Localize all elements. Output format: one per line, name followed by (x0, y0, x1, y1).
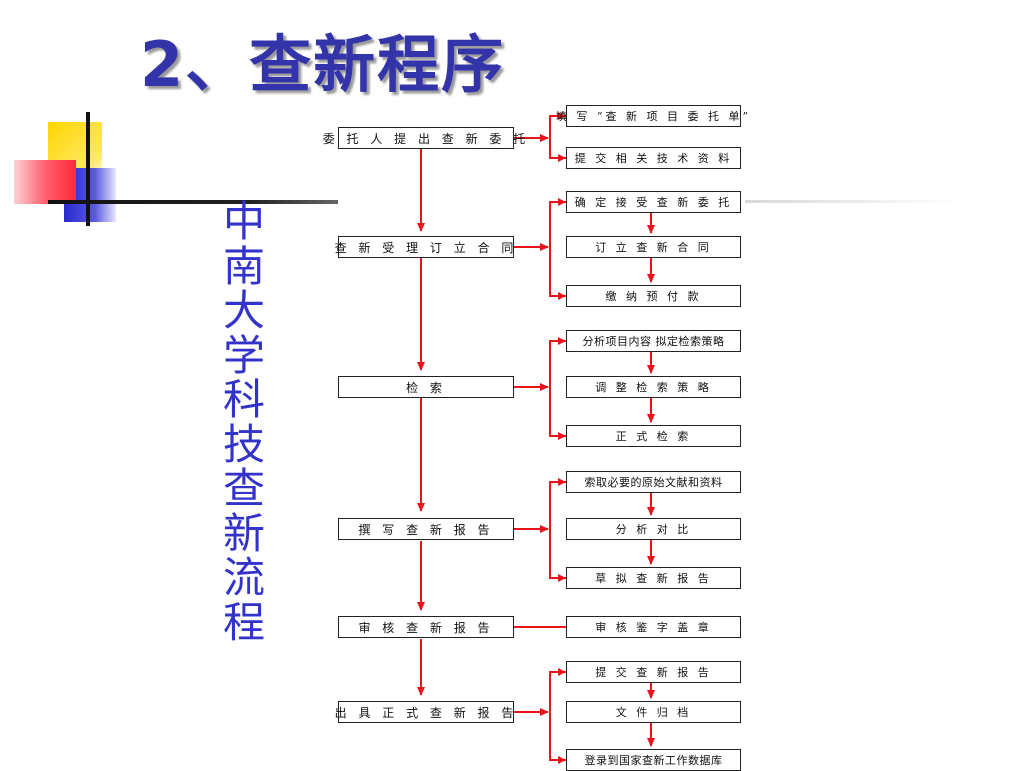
substep-archive: 文 件 归 档 (566, 701, 741, 723)
vertical-title: 中南大学科技查新流程 (222, 197, 265, 647)
substep-prepay: 缴 纳 预 付 款 (566, 285, 741, 307)
decor-red-square (14, 160, 76, 204)
decor-fade-line (745, 200, 960, 203)
branch-bracket (549, 481, 566, 579)
substep-register-database: 登录到国家查新工作数据库 (566, 749, 741, 771)
decor-horizontal-line (48, 200, 338, 204)
substep-compare: 分 析 对 比 (566, 518, 741, 540)
substep-analyze-plan: 分析项目内容 拟定检索策略 (566, 330, 741, 352)
step-search: 检 索 (338, 376, 514, 398)
substep-sign-contract: 订 立 查 新 合 同 (566, 236, 741, 258)
branch-bracket (549, 671, 566, 761)
step-review-report: 审 核 查 新 报 告 (338, 616, 514, 638)
substep-review-sign-seal: 审 核 鉴 字 盖 章 (566, 616, 741, 638)
substep-formal-search: 正 式 检 索 (566, 425, 741, 447)
substep-confirm-entrust: 确 定 接 受 查 新 委 托 (566, 191, 741, 213)
branch-bracket (549, 201, 566, 297)
substep-submit-report: 提 交 查 新 报 告 (566, 661, 741, 683)
branch-bracket (549, 340, 566, 437)
page-title: 2、查新程序 (140, 28, 506, 101)
substep-obtain-docs: 索取必要的原始文献和资料 (566, 471, 741, 493)
step-entrust: 委 托 人 提 出 查 新 委 托 (323, 127, 525, 149)
step-issue-report: 出 具 正 式 查 新 报 告 (335, 701, 514, 723)
substep-adjust-strategy: 调 整 检 索 策 略 (566, 376, 741, 398)
step-write-report: 撰 写 查 新 报 告 (338, 518, 514, 540)
substep-submit-materials: 提 交 相 关 技 术 资 料 (566, 147, 741, 169)
substep-draft-report: 草 拟 查 新 报 告 (566, 567, 741, 589)
decor-vertical-line (86, 112, 90, 226)
substep-fill-form: 填 写 “查 新 项 目 委 托 单” (556, 105, 748, 127)
step-accept-contract: 查 新 受 理 订 立 合 同 (335, 236, 514, 258)
